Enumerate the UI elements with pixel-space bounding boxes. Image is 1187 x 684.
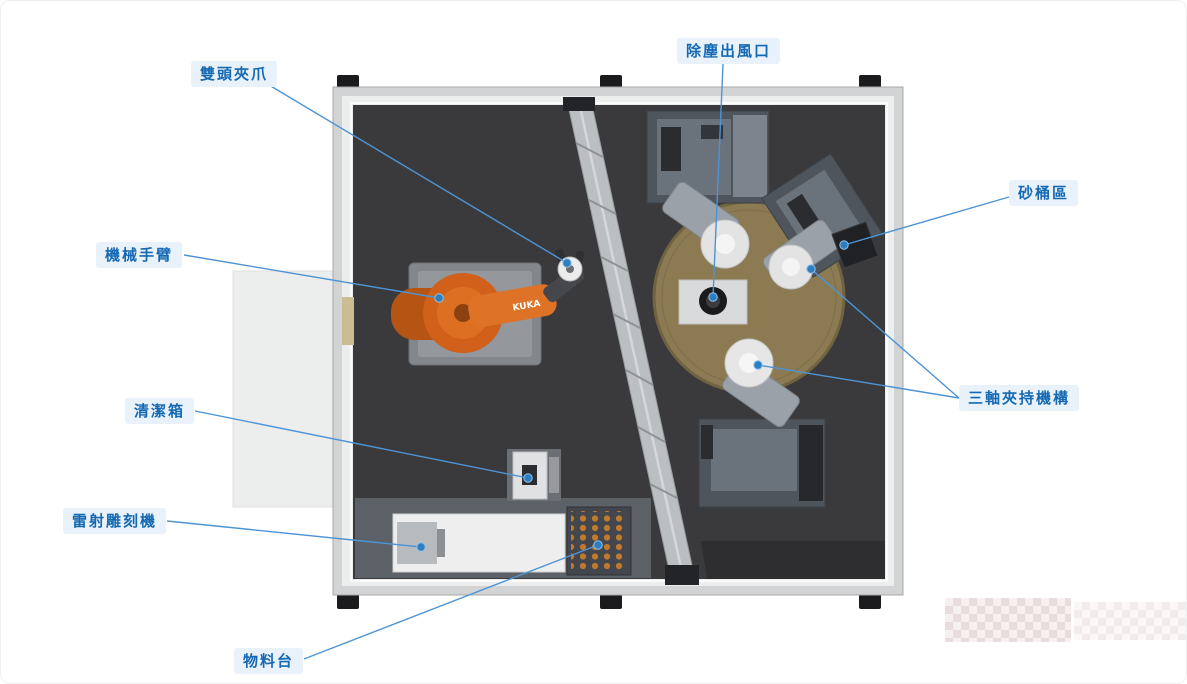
diagonal-rail [563,97,699,585]
label-robot-arm: 機械手臂 [96,242,183,268]
callout-lines [166,63,1010,660]
robot-arm: KUKA [391,262,585,366]
watermark-mosaic-edge [1074,602,1186,640]
sand-bucket [831,221,879,269]
label-sand-bucket-area: 砂桶區 [1009,180,1079,206]
callout-dots [416,240,849,552]
robot-brand-text: KUKA [512,299,541,314]
side-table [232,270,336,508]
label-dual-head-gripper: 雙頭夾爪 [191,61,278,87]
label-laser-engraver: 雷射雕刻機 [63,508,167,534]
label-material-table: 物料台 [234,648,304,674]
label-three-axis-clamp: 三軸夾持機構 [959,385,1080,411]
clamp-station-bottom [698,338,826,508]
label-dust-outlet: 除塵出風口 [677,38,781,64]
label-cleaning-box: 清潔箱 [125,398,195,424]
watermark-mosaic [945,598,1071,642]
